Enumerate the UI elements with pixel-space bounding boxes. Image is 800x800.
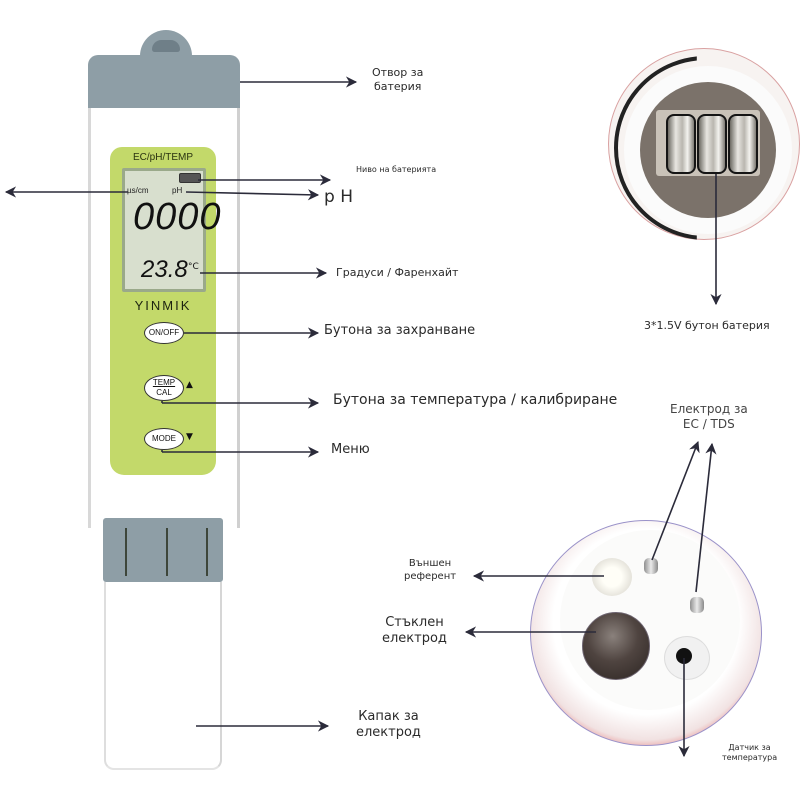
label-temperature-sensor: Датчик за температура	[722, 743, 777, 763]
label-glass-electrode: Стъклен електрод	[382, 615, 447, 648]
label-line: Външен	[408, 558, 452, 569]
lcd-unit-ph: pH	[172, 186, 183, 195]
label-line: Отвор за	[372, 66, 424, 79]
lcd-main-reading: 0000	[133, 196, 222, 238]
temp-cal-button-bottom: CAL	[156, 388, 172, 397]
label-line: батерия	[373, 79, 422, 93]
up-arrow-icon: ▲	[186, 380, 193, 390]
label-line: температура	[722, 753, 778, 762]
grip-ridge	[125, 528, 127, 576]
button-cell	[666, 114, 696, 174]
electrode-cap	[104, 582, 222, 770]
grip-ridge	[206, 528, 208, 576]
label-ec-tds-electrode: Електрод за EC / TDS	[670, 402, 748, 432]
label-line: електрод	[356, 725, 421, 741]
label-battery-opening: Отвор за батерия	[372, 66, 423, 94]
grip-ring	[103, 518, 223, 582]
temp-cal-button-top: TEMP	[152, 378, 176, 387]
mode-button[interactable]: MODE	[144, 428, 184, 450]
down-arrow-icon: ▼	[186, 432, 193, 442]
label-line: Стъклен	[385, 615, 444, 630]
lcd-temperature-unit: °C	[188, 262, 199, 272]
button-cell	[728, 114, 758, 174]
lcd-temperature: 23.8	[141, 256, 188, 283]
label-temp-cal-button: Бутона за температура / калибриране	[333, 392, 618, 408]
lcd-display	[122, 168, 206, 292]
label-line: Датчик за	[728, 743, 771, 752]
label-power-button: Бутона за захранване	[324, 323, 476, 338]
label-external-reference: Външен референт	[404, 558, 456, 583]
lcd-unit-conductivity: µs/cm	[127, 186, 149, 195]
label-line: Електрод за	[670, 402, 748, 416]
temp-cal-button[interactable]: TEMP CAL	[144, 375, 184, 401]
label-menu: Меню	[331, 442, 370, 457]
temperature-sensor	[676, 648, 692, 664]
battery-cap	[88, 55, 240, 110]
brand-logo: YINMIK	[134, 298, 192, 313]
battery-level-icon	[179, 173, 201, 183]
button-cell	[697, 114, 727, 174]
ec-pin	[644, 558, 658, 574]
label-ph: p H	[324, 187, 353, 207]
grip-ridge	[166, 528, 168, 576]
lanyard-hole	[152, 40, 180, 52]
label-line: EC / TDS	[682, 417, 735, 431]
label-line: електрод	[382, 631, 447, 647]
external-reference-junction	[592, 558, 632, 596]
glass-electrode-bulb	[582, 612, 650, 680]
label-degrees: Градуси / Фаренхайт	[336, 266, 459, 279]
label-line: Капак за	[358, 709, 419, 724]
power-button[interactable]: ON/OFF	[144, 322, 184, 344]
label-electrode-cap: Капак за електрод	[356, 709, 421, 742]
label-line: референт	[404, 570, 457, 582]
panel-title: EC/pH/TEMP	[132, 152, 193, 163]
label-battery-level: Ниво на батерията	[356, 165, 437, 174]
label-button-battery: 3*1.5V бутон батерия	[644, 319, 770, 332]
ec-pin	[690, 597, 704, 613]
